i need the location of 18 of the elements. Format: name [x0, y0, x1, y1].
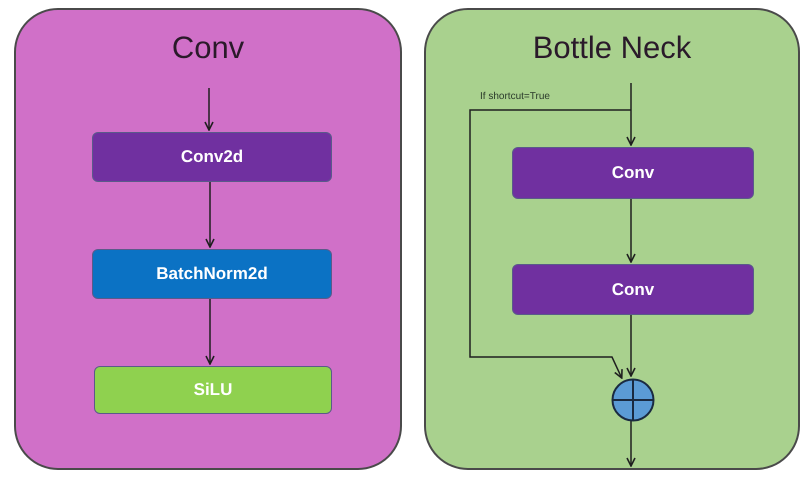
- arrow: [205, 297, 215, 365]
- panel-title: Bottle Neck: [532, 32, 692, 63]
- container-panel: [14, 8, 402, 470]
- layer-box: Conv: [512, 264, 754, 315]
- layer-box: Conv: [512, 147, 754, 199]
- arrow: [469, 109, 631, 379]
- container-panel: [424, 8, 800, 470]
- arrow: [205, 180, 215, 248]
- arrow: [626, 420, 636, 467]
- layer-box: Conv2d: [92, 132, 332, 182]
- layer-box: SiLU: [94, 366, 332, 414]
- arrow: [626, 83, 636, 146]
- adder-symbol: [611, 378, 655, 422]
- layer-box: BatchNorm2d: [92, 249, 332, 299]
- arrow: [204, 88, 214, 131]
- arrow: [626, 313, 636, 377]
- panel-title: Conv: [170, 32, 246, 63]
- arrow: [626, 197, 636, 263]
